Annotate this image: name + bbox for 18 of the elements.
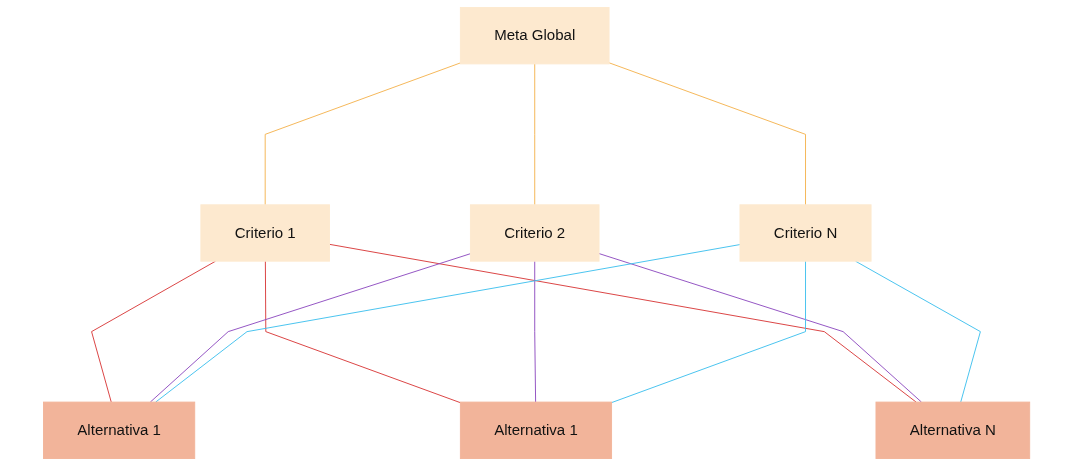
connector [264,260,461,404]
connector [149,253,471,403]
connector [598,253,922,403]
node-box: Criterio N [739,204,872,262]
connector [328,243,917,403]
connector [534,260,536,403]
node-box: Meta Global [459,7,610,65]
node-box: Criterio 2 [469,204,600,262]
connector [264,62,461,206]
connector [611,260,806,404]
node-box: Alternativa 1 [459,401,612,459]
connector [155,244,741,403]
node-box: Criterio 1 [200,204,330,262]
node-box: Alternativa N [875,401,1031,459]
node-box: Alternativa 1 [42,401,196,459]
connector [91,260,216,403]
connector [608,62,806,206]
connector [534,63,536,206]
